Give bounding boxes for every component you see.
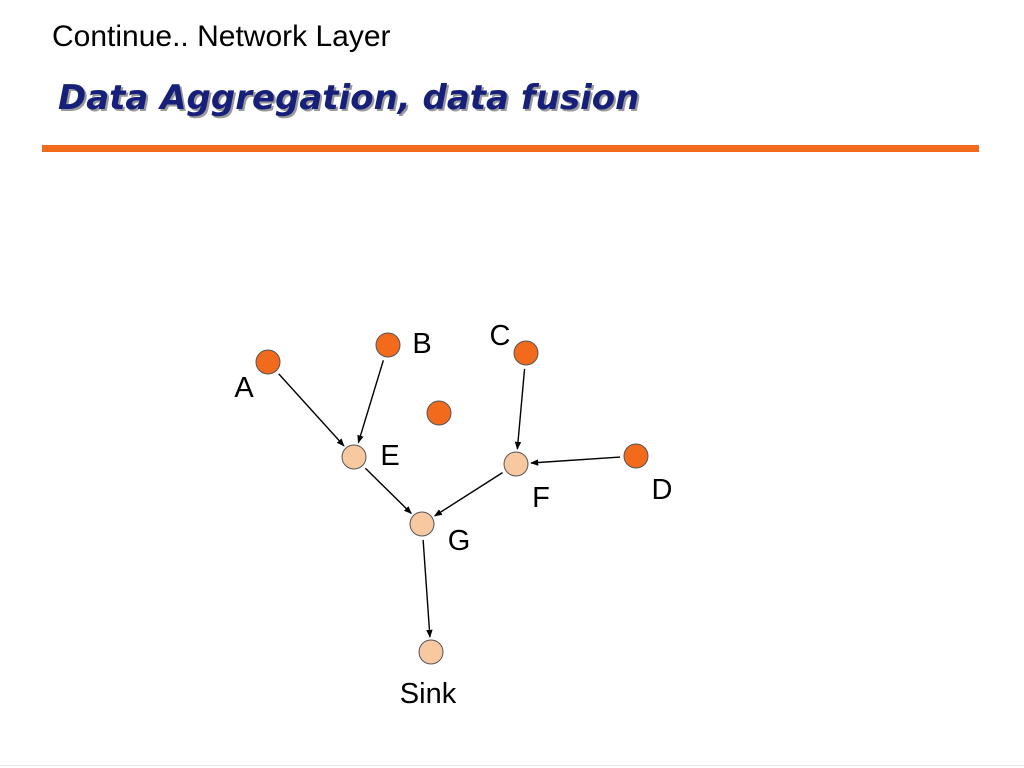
node-b — [375, 332, 401, 358]
node-x — [426, 400, 452, 426]
node-label-e: E — [380, 440, 399, 472]
node-label-d: D — [652, 474, 673, 506]
node-d — [623, 443, 649, 469]
node-g — [409, 511, 435, 537]
footer-divider — [0, 765, 1024, 766]
node-e — [341, 444, 367, 470]
slide-title: Data Aggregation, data fusion — [58, 78, 640, 118]
edge-b-to-e — [357, 360, 385, 444]
labels-layer: A B C D E F G Sink — [234, 320, 672, 710]
slide-subtitle: Continue.. Network Layer — [52, 20, 391, 53]
node-f — [503, 451, 529, 477]
edges-layer — [278, 360, 621, 638]
node-a — [255, 349, 281, 375]
title-divider — [42, 145, 979, 152]
edge-g-to-sink — [422, 539, 433, 638]
node-label-sink: Sink — [400, 678, 457, 710]
node-label-a: A — [234, 372, 254, 404]
node-label-f: F — [532, 482, 550, 514]
node-label-g: G — [448, 525, 471, 557]
node-sink — [418, 639, 444, 665]
node-label-b: B — [412, 328, 431, 360]
nodes-layer — [255, 332, 649, 665]
edge-a-to-e — [278, 373, 345, 447]
edge-f-to-g — [433, 472, 503, 517]
node-c — [513, 340, 539, 366]
edge-e-to-g — [364, 467, 412, 515]
edge-c-to-f — [514, 368, 526, 450]
node-label-c: C — [490, 320, 511, 352]
edge-d-to-f — [530, 456, 621, 466]
